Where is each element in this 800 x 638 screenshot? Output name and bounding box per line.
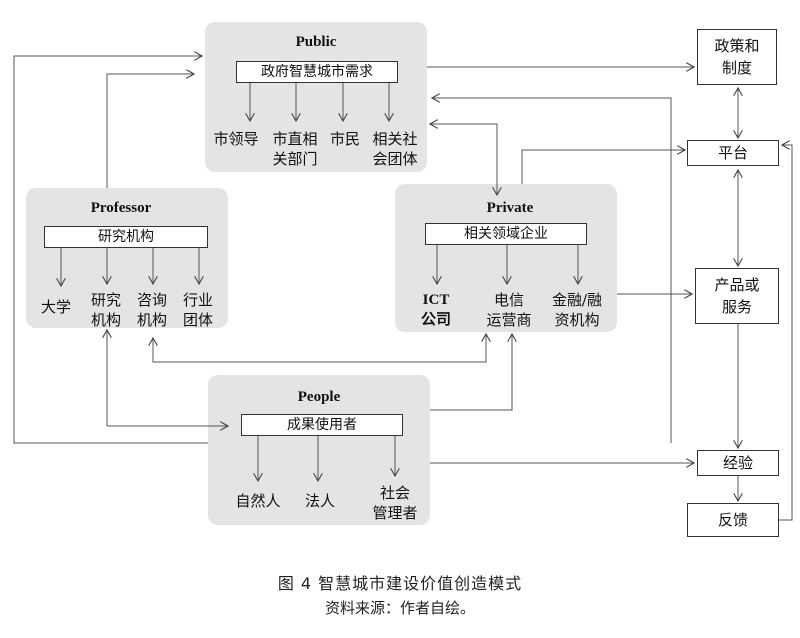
public-title: Public [295, 34, 337, 50]
people-member-3: 社会 管理者 [372, 484, 418, 522]
private-member-3: 金融/融 资机构 [551, 291, 603, 329]
people-member-2: 法人 [304, 492, 335, 510]
policy-box: 政策和 制度 [697, 29, 777, 85]
product-box: 产品或 服务 [695, 268, 779, 324]
platform-box: 平台 [687, 140, 779, 166]
professor-title: Professor [90, 200, 152, 216]
professor-member-1: 大学 [40, 298, 71, 316]
public-group [205, 22, 427, 172]
people-member-1: 自然人 [235, 492, 281, 510]
professor-member-2: 研究 机构 [90, 291, 121, 329]
professor-header-box: 研究机构 [44, 226, 208, 248]
public-member-2: 市直相 关部门 [272, 130, 318, 168]
private-member-1: ICT 公司 [420, 292, 451, 328]
figure-caption: 图 4 智慧城市建设价值创造模式 [277, 574, 523, 593]
professor-member-4: 行业 团体 [182, 291, 213, 329]
public-header-box: 政府智慧城市需求 [236, 61, 398, 83]
feedback-box: 反馈 [687, 503, 779, 537]
private-header-box: 相关领域企业 [425, 223, 587, 245]
private-member-2: 电信 运营商 [486, 291, 532, 329]
figure-source: 资料来源：作者自绘。 [324, 599, 475, 617]
people-title: People [297, 389, 341, 405]
professor-member-3: 咨询 机构 [136, 291, 167, 329]
people-header-box: 成果使用者 [241, 414, 403, 436]
people-group [208, 375, 430, 525]
public-member-1: 市领导 [213, 130, 259, 148]
private-title: Private [486, 200, 534, 216]
private-group [395, 184, 617, 332]
public-member-3: 市民 [329, 130, 360, 148]
professor-group [26, 188, 228, 328]
public-member-4: 相关社 会团体 [372, 130, 418, 168]
experience-box: 经验 [697, 450, 779, 476]
